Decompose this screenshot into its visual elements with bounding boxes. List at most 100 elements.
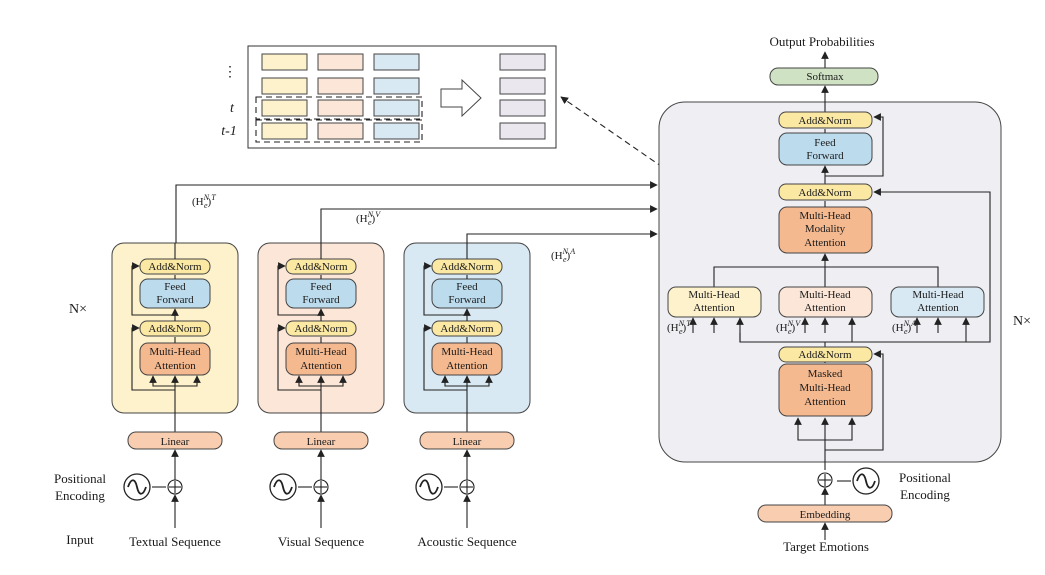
feedforward-line1: Feed	[310, 281, 332, 293]
memory-cell	[373, 122, 420, 140]
target-emotions-label: Target Emotions	[783, 539, 869, 554]
linear-label: Linear	[453, 436, 482, 448]
masked-in-arrow	[794, 417, 826, 462]
decoder-addnorm-top	[778, 111, 873, 129]
sequence-label: Textual Sequence	[129, 534, 221, 549]
softmax-block	[769, 67, 879, 86]
mma-line2: Modality	[805, 223, 846, 235]
memory-label-t: t	[230, 101, 235, 116]
mha-input	[149, 375, 176, 432]
memory-panel: ⋮ t t-1	[221, 45, 557, 149]
cross-attn-textual-line1: Multi-Head	[688, 289, 740, 301]
linear-label: Linear	[161, 436, 190, 448]
mha-line2: Attention	[154, 360, 196, 372]
cross-attn-textual-line2: Attention	[693, 302, 735, 314]
masked-line3: Attention	[804, 396, 846, 408]
encoders: Add&NormFeedForwardAdd&NormMulti-HeadAtt…	[111, 242, 531, 549]
positional-label-line2: Encoding	[55, 488, 105, 503]
residual-top	[423, 262, 467, 316]
sine-wave	[127, 479, 147, 495]
memory-output-cell	[499, 77, 546, 95]
decoder-addnorm-mid-label: Add&Norm	[798, 187, 852, 199]
mha-line1: Multi-Head	[295, 346, 347, 358]
feedforward-line1: Feed	[456, 281, 478, 293]
encoder-acoustic: Add&NormFeedForwardAdd&NormMulti-HeadAtt…	[403, 242, 531, 549]
memory-cell	[317, 53, 364, 71]
memory-cell	[373, 53, 420, 71]
embedding-block	[757, 504, 893, 523]
memory-cell	[261, 99, 308, 117]
cross-attn-visual-line1: Multi-Head	[799, 289, 851, 301]
masked-line2: Multi-Head	[799, 382, 851, 394]
nx-left-label: N×	[69, 302, 87, 317]
masked-line1: Masked	[808, 368, 843, 380]
decoder-positional-line2: Encoding	[900, 487, 950, 502]
residual-top	[131, 262, 175, 316]
memory-cell	[261, 122, 308, 140]
memory-output-cell	[499, 122, 546, 140]
memory-label-t1: t-1	[221, 124, 237, 139]
decoder-ff-residual	[825, 113, 884, 177]
decoder: N× Output Probabilities Softmax Add&Norm…	[658, 34, 1031, 554]
cross-attn-acoustic-line2: Attention	[917, 302, 959, 314]
memory-cells	[261, 53, 420, 140]
softmax-label: Softmax	[806, 71, 844, 83]
mha-input	[321, 375, 347, 387]
mha-input	[441, 375, 468, 432]
decoder-sine-wave	[856, 473, 876, 489]
cross-attn-acoustic-line1: Multi-Head	[912, 289, 964, 301]
textual-link	[175, 181, 658, 243]
decoder-addnorm-mid	[778, 183, 873, 201]
memory-row-t-outline	[255, 96, 423, 120]
encoder-textual: Add&NormFeedForwardAdd&NormMulti-HeadAtt…	[111, 242, 239, 549]
mha-input	[175, 375, 201, 387]
memory-cell	[317, 77, 364, 95]
decoder-addnorm-top-label: Add&Norm	[798, 115, 852, 127]
mma-line1: Multi-Head	[799, 210, 851, 222]
linear-label: Linear	[307, 436, 336, 448]
mha-line1: Multi-Head	[441, 346, 493, 358]
feedforward-line2: Forward	[302, 294, 340, 306]
nx-right-label: N×	[1013, 314, 1031, 329]
addnorm-top-label: Add&Norm	[294, 261, 348, 273]
memory-row-t1-outline	[255, 119, 423, 143]
memory-arrow-icon	[440, 78, 482, 118]
sequence-label: Acoustic Sequence	[417, 534, 517, 549]
embedding-label: Embedding	[800, 509, 851, 521]
cross-attn-visual-line2: Attention	[804, 302, 846, 314]
mha-line2: Attention	[446, 360, 488, 372]
addnorm-top-label: Add&Norm	[440, 261, 494, 273]
memory-output-cells	[499, 53, 546, 140]
mha-input	[467, 375, 493, 387]
memory-cell	[373, 99, 420, 117]
sine-wave	[273, 479, 293, 495]
linear-block	[419, 431, 515, 450]
visual-link	[320, 205, 658, 243]
linear-block	[273, 431, 369, 450]
mma-line3: Attention	[804, 237, 846, 249]
masked-residual	[825, 350, 884, 451]
memory-output-cell	[499, 99, 546, 117]
memory-cell	[261, 53, 308, 71]
feedforward-line2: Forward	[448, 294, 486, 306]
decoder-ff-line2: Forward	[806, 150, 844, 162]
decoder-positional-line1: Positional	[899, 470, 951, 485]
positional-label-line1: Positional	[54, 471, 106, 486]
addnorm-bottom-label: Add&Norm	[440, 323, 494, 335]
residual-bottom	[131, 324, 175, 391]
mha-input	[295, 375, 322, 432]
encoder-decoder-links	[175, 181, 658, 243]
masked-in-arrow	[825, 417, 856, 441]
residual-top	[277, 262, 321, 316]
memory-cell	[373, 77, 420, 95]
input-label: Input	[66, 532, 94, 547]
memory-cell	[261, 77, 308, 95]
sequence-label: Visual Sequence	[278, 534, 364, 549]
cross-attn-bus	[713, 266, 939, 287]
